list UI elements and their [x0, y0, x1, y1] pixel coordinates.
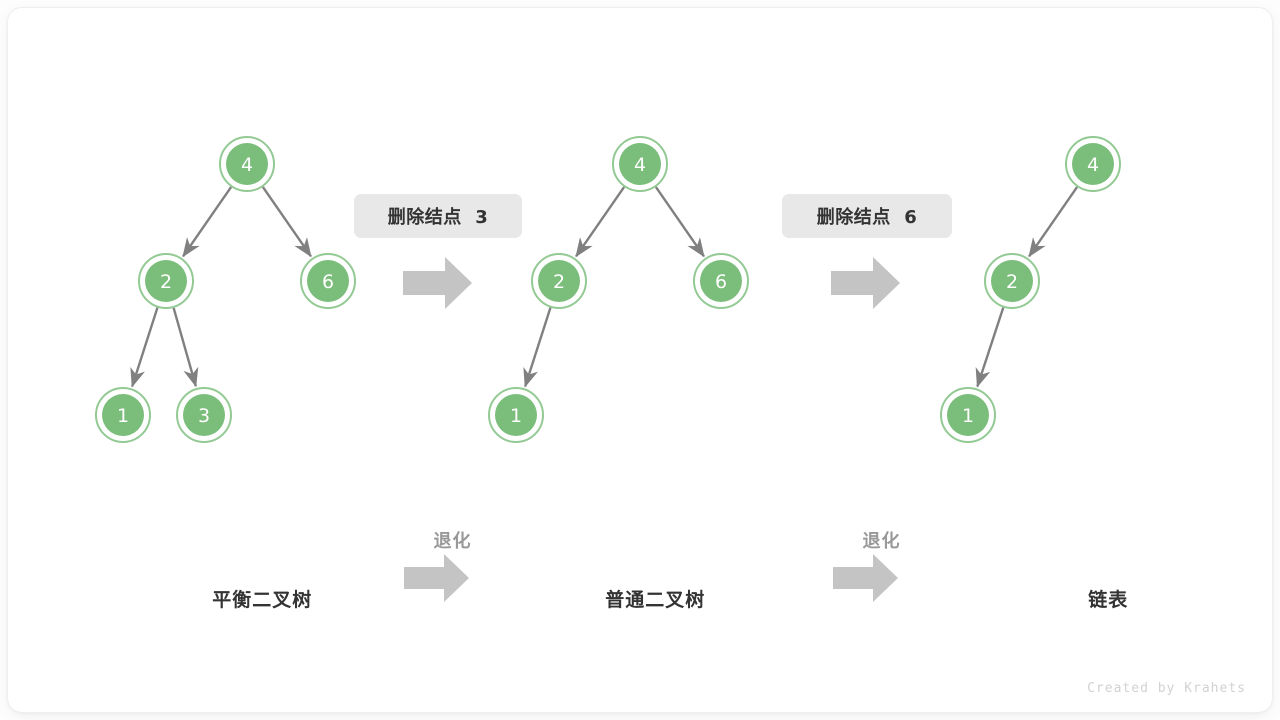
tree-node-ring [612, 136, 668, 192]
block-arrow-tree-2 [831, 257, 900, 309]
tree-node[interactable]: 4 [1065, 136, 1121, 192]
operation-label-delete-6: 删除结点 6 [816, 207, 918, 228]
tree-node[interactable]: 1 [488, 387, 544, 443]
operation-box-delete-6[interactable]: 删除结点 6 [782, 194, 952, 238]
tree-node-value: 4 [1087, 154, 1099, 176]
tree-edge [975, 307, 1005, 388]
block-arrow-stage-1 [404, 554, 469, 602]
tree-edge [523, 307, 552, 388]
stage-label-linked-list-text: 链表 [1088, 589, 1129, 611]
block-arrow-tree-1 [403, 257, 472, 309]
tree-node-ring [95, 387, 151, 443]
degrade-2-text: 退化 [862, 531, 901, 552]
tree-node-value: 4 [241, 154, 253, 176]
tree-node[interactable]: 3 [176, 387, 232, 443]
tree-node-value: 2 [1006, 271, 1018, 293]
tree-node[interactable]: 1 [95, 387, 151, 443]
degrade-1-text: 退化 [433, 531, 472, 552]
block-arrow-stage-2 [833, 554, 898, 602]
tree-edges [130, 186, 1079, 388]
tree-node[interactable]: 1 [940, 387, 996, 443]
transition-label-degrade-1: 退化 [358, 506, 518, 574]
tree-edge [130, 307, 159, 388]
tree-node-circle [700, 260, 742, 302]
tree-node-value: 6 [322, 271, 334, 293]
tree-node-ring [531, 253, 587, 309]
tree-node-ring [693, 253, 749, 309]
stage-label-ordinary-tree-text: 普通二叉树 [605, 589, 706, 611]
tree-edge [261, 186, 312, 258]
tree-edge [182, 186, 233, 258]
tree-node-circle [183, 394, 225, 436]
tree-node-value: 2 [160, 271, 172, 293]
tree-node-value: 6 [715, 271, 727, 293]
transition-label-degrade-2: 退化 [787, 506, 947, 574]
tree-edge [1028, 186, 1079, 258]
tree-node-circle [619, 143, 661, 185]
tree-node[interactable]: 6 [693, 253, 749, 309]
tree-node-circle [495, 394, 537, 436]
tree-node-value: 1 [117, 405, 129, 427]
tree-node-ring [219, 136, 275, 192]
tree-node-circle [1072, 143, 1114, 185]
tree-node-value: 3 [198, 405, 210, 427]
tree-node-circle [145, 260, 187, 302]
tree-node-ring [940, 387, 996, 443]
figure-card [8, 8, 1272, 712]
tree-node[interactable]: 4 [612, 136, 668, 192]
tree-node-circle [102, 394, 144, 436]
tree-node[interactable]: 4 [219, 136, 275, 192]
stage-label-ordinary-tree: 普通二叉树 [560, 563, 720, 634]
stage-label-linked-list: 链表 [1013, 563, 1173, 634]
tree-node-ring [138, 253, 194, 309]
tree-node-circle [226, 143, 268, 185]
stage-label-balanced-tree: 平衡二叉树 [167, 563, 327, 634]
tree-edge [575, 186, 626, 258]
operation-box-delete-3[interactable]: 删除结点 3 [354, 194, 522, 238]
tree-node-value: 1 [510, 405, 522, 427]
tree-node-value: 4 [634, 154, 646, 176]
tree-edge [172, 307, 199, 388]
tree-node-ring [176, 387, 232, 443]
tree-node[interactable]: 2 [138, 253, 194, 309]
tree-node-circle [307, 260, 349, 302]
watermark-credit: Created by Krahets [1087, 681, 1246, 696]
tree-node-ring [300, 253, 356, 309]
tree-node-circle [947, 394, 989, 436]
tree-node-ring [1065, 136, 1121, 192]
operation-label-delete-3: 删除结点 3 [387, 207, 489, 228]
tree-nodes: 4 2 6 1 3 4 2 6 1 4 2 1 [95, 136, 1121, 443]
tree-node-value: 1 [962, 405, 974, 427]
tree-node[interactable]: 6 [300, 253, 356, 309]
tree-node[interactable]: 2 [984, 253, 1040, 309]
tree-node-ring [984, 253, 1040, 309]
tree-node-ring [488, 387, 544, 443]
tree-edge [654, 186, 705, 258]
tree-node[interactable]: 2 [531, 253, 587, 309]
tree-node-circle [991, 260, 1033, 302]
stage-label-balanced-tree-text: 平衡二叉树 [212, 589, 313, 611]
tree-node-circle [538, 260, 580, 302]
tree-node-value: 2 [553, 271, 565, 293]
